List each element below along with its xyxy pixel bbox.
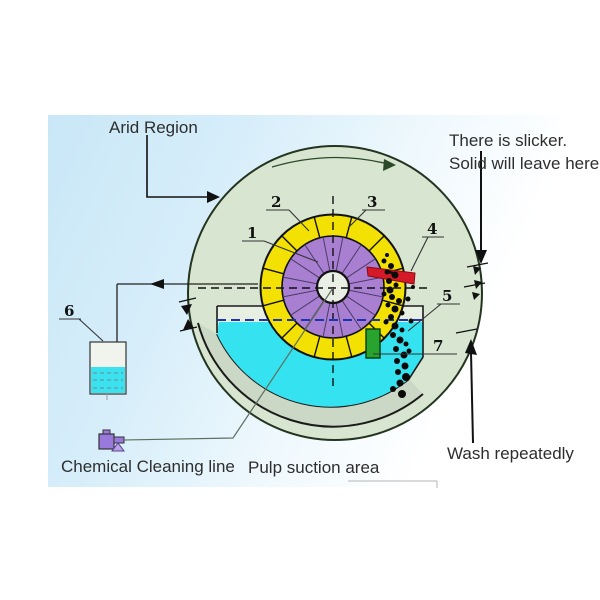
arid-region-arrow bbox=[146, 135, 220, 203]
artifact-line bbox=[348, 480, 438, 488]
part-number-6: 6 bbox=[64, 302, 74, 320]
rotation-arrowhead bbox=[383, 159, 396, 171]
part-number-4: 4 bbox=[427, 220, 437, 238]
part-number-1: 1 bbox=[247, 224, 257, 242]
pulp-suction-area-label: Pulp suction area bbox=[248, 458, 380, 477]
leader-lines bbox=[59, 209, 460, 355]
part-number-7: 7 bbox=[433, 337, 443, 355]
pump-valve-icon bbox=[111, 442, 125, 452]
rotation-arrow bbox=[271, 156, 396, 171]
drum-edge-marks-left bbox=[178, 297, 198, 332]
drum-edge-marks-right bbox=[455, 262, 489, 334]
part-number-3: 3 bbox=[367, 193, 377, 211]
filtrate-pipe bbox=[116, 279, 258, 342]
slicker-label-line2: Solid will leave here bbox=[449, 154, 600, 173]
sector-spokes bbox=[282, 236, 384, 338]
green-sector-block bbox=[365, 328, 381, 359]
slicker-label: There is slicker. Solid will leave here bbox=[449, 129, 599, 175]
arid-region-label: Arid Region bbox=[109, 118, 198, 137]
wash-arrow bbox=[465, 339, 477, 444]
chemical-pump bbox=[98, 429, 125, 452]
solid-particles bbox=[381, 253, 415, 398]
solids-exit-arrow bbox=[475, 151, 487, 264]
chemical-cleaning-line-label: Chemical Cleaning line bbox=[61, 457, 235, 476]
chemical-cleaning-pipe bbox=[123, 287, 334, 441]
left-flow-arrowhead bbox=[150, 279, 164, 289]
chemical-tank bbox=[89, 341, 127, 400]
bowl-outer-arc bbox=[197, 322, 424, 428]
slicker-label-line1: There is slicker. bbox=[449, 131, 568, 150]
part-number-5: 5 bbox=[442, 287, 452, 305]
part-number-2: 2 bbox=[271, 193, 281, 211]
tank-liquid-dashes bbox=[93, 372, 123, 389]
wash-repeatedly-label: Wash repeatedly bbox=[447, 444, 574, 463]
